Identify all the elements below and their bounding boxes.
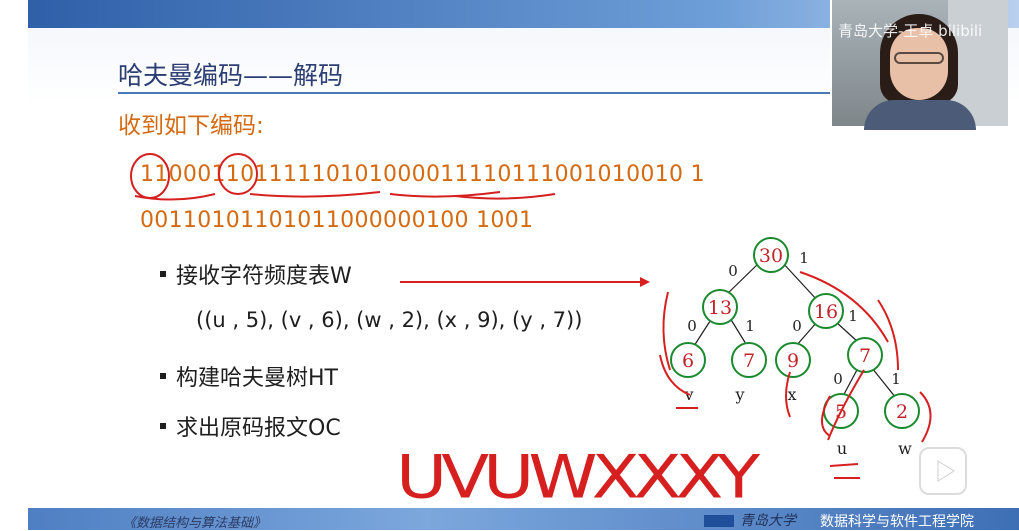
node-label: 7: [859, 345, 871, 367]
bullet-text: 构建哈夫曼树HT: [176, 366, 338, 391]
edge-label: 0: [792, 317, 802, 335]
tree-node: 16: [808, 293, 844, 329]
tree-node: 13: [702, 289, 738, 325]
tree-nodes: 30 13 16 6 7 9 7 5 2: [670, 237, 920, 429]
presenter-face: [890, 28, 948, 100]
node-label: 2: [896, 401, 908, 423]
slide-title: 哈夫曼编码——解码: [118, 61, 344, 90]
presenter-body: [864, 100, 976, 130]
svg-text:青岛大学: 青岛大学: [740, 513, 798, 529]
bullet-decode-message: 求出原码报文OC: [160, 410, 341, 442]
weight-table: ((u , 5), (v , 6), (w , 2), (x , 9), (y …: [196, 308, 583, 332]
node-label: 16: [814, 301, 838, 323]
node-label: 13: [708, 297, 732, 319]
edge-label: 1: [848, 307, 858, 325]
code-line-2: 00110101101011000000100 1001: [140, 208, 534, 233]
code-line-1: 11000110111110101000011110111001010010 1: [140, 162, 705, 187]
edge-label: 0: [728, 262, 738, 280]
watermark: 青岛大学-王卓 bilibili: [838, 22, 983, 40]
bullet-dot-icon: [160, 423, 166, 429]
tree-node: 2: [884, 393, 920, 429]
tree-edges: [693, 261, 897, 399]
bullet-text: 求出原码报文OC: [176, 416, 341, 441]
handwritten-decoded-message: UVUWXXXY: [396, 442, 760, 512]
bullet-dot-icon: [160, 271, 166, 277]
play-button[interactable]: [919, 447, 967, 495]
leaf-label: x: [787, 385, 796, 404]
edge-label: 1: [891, 370, 901, 388]
node-label: 6: [682, 350, 694, 372]
leaf-label: w: [898, 439, 912, 458]
edge-label: 1: [745, 317, 755, 335]
slide-footer: 《数据结构与算法基础》 青岛大学 数据科学与软件工程学院: [28, 508, 1019, 531]
play-icon: [937, 460, 955, 482]
node-label: 30: [759, 245, 783, 267]
edge-label: 0: [687, 317, 697, 335]
tree-node: 7: [847, 337, 883, 373]
bullet-dot-icon: [160, 373, 166, 379]
arrow-annotation: [400, 277, 650, 287]
university-logo-icon: 青岛大学: [704, 513, 798, 529]
glasses-icon: [894, 52, 944, 64]
leaf-label: y: [734, 385, 744, 404]
tree-node: 6: [670, 342, 706, 378]
edge-label: 1: [799, 249, 809, 267]
course-title: 《数据结构与算法基础》: [123, 516, 267, 531]
ink-scribbles: [130, 153, 932, 479]
title-divider: [118, 92, 830, 94]
bullet-frequency-table: 接收字符频度表W: [160, 258, 352, 290]
tree-node: 9: [775, 342, 811, 378]
bullet-text: 接收字符频度表W: [176, 264, 352, 289]
bullet-build-tree: 构建哈夫曼树HT: [160, 360, 338, 392]
department-name: 数据科学与软件工程学院: [820, 514, 974, 530]
tree-node: 7: [731, 342, 767, 378]
tree-node: 30: [753, 237, 789, 273]
edge-label: 0: [833, 370, 843, 388]
edge-labels: 0 1 0 1 0 1 0 1: [687, 249, 901, 388]
slide-subtitle: 收到如下编码:: [118, 113, 264, 139]
node-label: 9: [787, 350, 799, 372]
leaf-label: u: [837, 439, 847, 458]
node-label: 7: [743, 350, 755, 372]
webcam-overlay: 青岛大学-王卓 bilibili: [830, 0, 1008, 130]
